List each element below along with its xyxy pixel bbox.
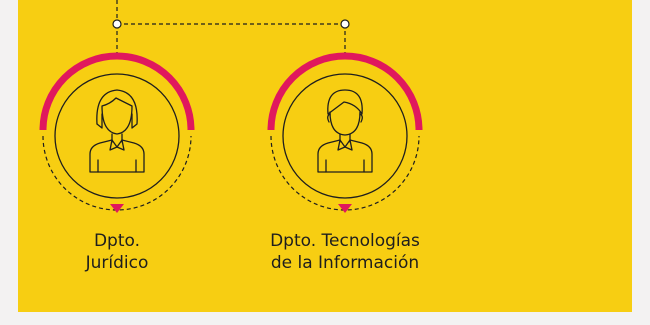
person-female-icon — [89, 89, 145, 173]
accent-arc — [267, 52, 423, 131]
org-unit-juridico — [39, 52, 195, 213]
accent-arc — [39, 52, 195, 131]
dashed-arc — [42, 135, 192, 211]
connector-node-1 — [112, 19, 122, 29]
person-male-icon — [317, 89, 373, 173]
inner-circle — [282, 73, 408, 199]
label-line: de la Información — [270, 253, 420, 273]
label-line: Dpto. Tecnologías — [270, 231, 420, 251]
org-unit-label-juridico: Dpto. Jurídico — [52, 230, 182, 274]
dashed-arc — [270, 135, 420, 211]
label-line: Dpto. — [93, 231, 141, 251]
pointer-triangle — [338, 204, 352, 213]
org-unit-tecnologias — [267, 52, 423, 213]
background-panel — [18, 0, 632, 312]
inner-circle — [54, 73, 180, 199]
connector-node-2 — [340, 19, 350, 29]
pointer-triangle — [110, 204, 124, 213]
label-line: Jurídico — [85, 253, 149, 273]
org-unit-label-tecnologias: Dpto. Tecnologías de la Información — [240, 230, 450, 274]
